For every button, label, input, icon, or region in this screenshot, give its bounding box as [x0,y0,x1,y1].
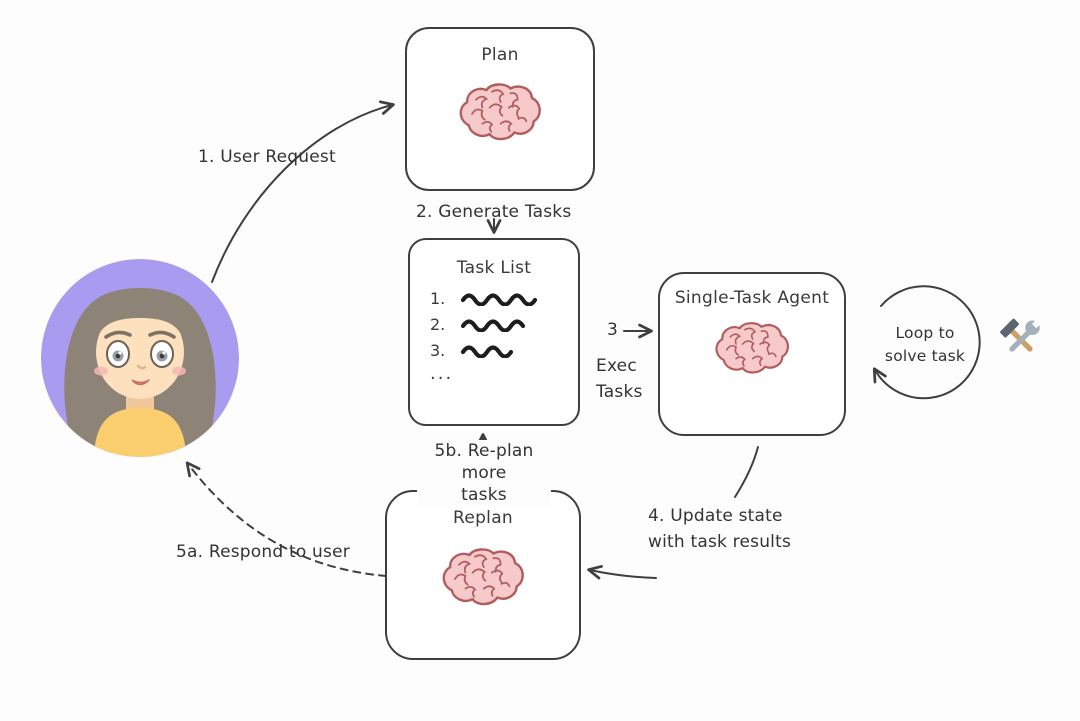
update-state-line1: 4. Update state [648,506,783,526]
tools-icon [1000,318,1041,352]
brain-icon [712,321,792,376]
avatar-mouth [131,379,150,386]
generate-tasks-label: 2. Generate Tasks [416,202,572,222]
respond-to-user-label: 5a. Respond to user [176,542,350,562]
brain-icon [456,82,544,143]
update-state-line2: with task results [648,532,792,552]
update-state-label: 4. Update state with task results [648,503,791,555]
task-scribble [460,318,526,332]
avatar-nose [136,364,147,370]
replan-more-label: 5b. Re-plan more tasks [417,440,551,506]
user-avatar [41,259,239,457]
avatar-hair-front [92,294,188,362]
replan-title: Replan [452,508,513,528]
exec-tasks-label: Exec Tasks [596,353,643,405]
avatar-blush-right [172,366,186,376]
exec-step-number: 3 [607,320,619,340]
single-task-agent-box: Single-Task Agent [658,272,846,436]
loop-label-line2: solve task [884,347,966,365]
agent-title-line2: Agent [777,288,830,308]
avatar-face [96,305,184,399]
line-update-state [734,446,759,498]
agent-title-line1: Single-Task [674,288,772,308]
avatar-right-brow [148,330,176,339]
loop-label-line1: Loop to [895,324,955,342]
user-request-label: 1. User Request [198,147,336,167]
task-item: 3. [430,341,558,360]
avatar-shirt [94,408,186,457]
task-item: 1. [430,289,558,308]
task-list-title: Task List [456,258,532,278]
brain-icon [439,547,527,608]
task-list-box: Task List 1. 2. 3. ... [408,238,580,426]
task-number: 2. [430,315,446,334]
loop-label: Loop to solve task [869,322,981,368]
exec-tasks-line1: Exec [596,356,637,376]
avatar-left-brow [104,330,132,339]
task-number: 1. [430,289,446,308]
arrow-user-request [211,100,395,283]
plan-box: Plan [405,27,595,191]
task-item-ellipsis: ... [430,363,558,384]
exec-tasks-line2: Tasks [596,382,643,402]
replan-more-line2: tasks [461,485,507,505]
agent-title: Single-Task Agent [675,287,829,309]
plan-title: Plan [481,45,519,65]
avatar-blush-left [94,366,108,376]
task-ellipsis: ... [430,363,454,384]
task-scribble [460,292,538,306]
task-item: 2. [430,315,558,334]
replan-more-line1: 5b. Re-plan more [434,441,534,483]
task-number: 3. [430,341,446,360]
replan-box: Replan [385,490,581,660]
task-list-items: 1. 2. 3. ... [430,289,558,388]
task-scribble [460,344,514,358]
arrow-into-replan [587,565,657,580]
